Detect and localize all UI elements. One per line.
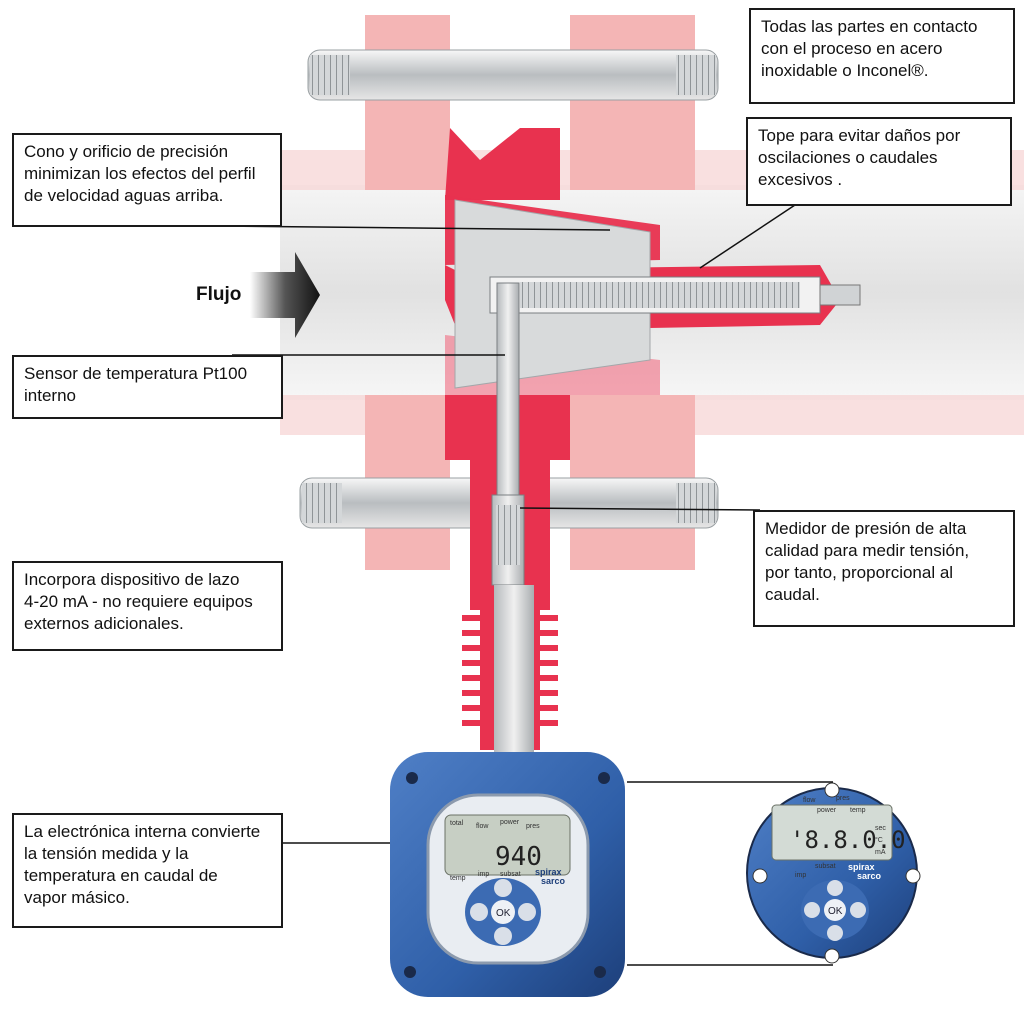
callout-electronics: La electrónica interna convierte la tens…: [12, 813, 283, 928]
closeup-label-temp: temp: [850, 807, 866, 814]
sensor-stem: [491, 282, 534, 755]
closeup-label-subsat: subsat: [815, 863, 836, 870]
device-display-labels: total flow power pres temp imp subsat: [450, 819, 540, 882]
closeup-display-value: '8.8.0.0: [790, 826, 906, 854]
callout-stop: Tope para evitar daños por oscilaciones …: [746, 117, 1012, 206]
closeup-right-button[interactable]: [850, 902, 866, 918]
closeup-unit-ma: mA: [875, 849, 886, 856]
callout-materials: Todas las partes en contacto con el proc…: [749, 8, 1015, 104]
device-keypad: OK: [465, 878, 541, 946]
closeup-brand-bottom: sarco: [857, 871, 882, 881]
device-display-value: 940: [495, 842, 542, 872]
device-label-temp: temp: [450, 875, 466, 882]
callout-gauge: Medidor de presión de alta calidad para …: [753, 510, 1015, 627]
flow-label: Flujo: [196, 284, 242, 305]
closeup-label-power: power: [817, 807, 837, 814]
callout-loop: Incorpora dispositivo de lazo 4-20 mA - …: [12, 561, 283, 651]
device-down-button[interactable]: [494, 927, 512, 945]
device-left-button[interactable]: [470, 903, 488, 921]
device-up-button[interactable]: [494, 879, 512, 897]
closeup-labels: flow power pres temp sec °C mA subsat im…: [795, 795, 886, 879]
closeup-label-imp: imp: [795, 872, 806, 879]
device-brand-top: spirax: [535, 867, 562, 877]
spring-assembly: [489, 276, 861, 314]
device-brand-bottom: sarco: [541, 876, 566, 886]
closeup-unit-sec: sec: [875, 825, 886, 832]
closeup-ok-label: OK: [828, 906, 843, 917]
closeup-left-button[interactable]: [804, 902, 820, 918]
closeup-unit-c: °C: [875, 836, 883, 844]
closeup-label-flow: flow: [803, 797, 816, 804]
device-label-pres: pres: [526, 823, 540, 830]
closeup-down-button[interactable]: [827, 925, 843, 941]
device-label-flow: flow: [476, 823, 489, 830]
transmitter-housing: [390, 752, 625, 997]
device-ok-label: OK: [496, 908, 511, 919]
device-ok-button[interactable]: [491, 900, 515, 924]
closeup-ok-button[interactable]: [824, 899, 846, 921]
callout-cone: Cono y orificio de precisión minimizan l…: [12, 133, 282, 227]
device-label-imp: imp: [478, 871, 489, 878]
device-label-total: total: [450, 820, 464, 827]
flow-arrow: [250, 252, 320, 338]
device-label-subsat: subsat: [500, 871, 521, 878]
callout-sensor: Sensor de temperatura Pt100 interno: [12, 355, 283, 419]
device-right-button[interactable]: [518, 903, 536, 921]
closeup-up-button[interactable]: [827, 880, 843, 896]
top-bolt: [307, 49, 719, 101]
device-label-power: power: [500, 819, 520, 826]
closeup-brand-top: spirax: [848, 862, 875, 872]
closeup-display: [746, 782, 921, 964]
closeup-label-pres: pres: [836, 795, 850, 802]
